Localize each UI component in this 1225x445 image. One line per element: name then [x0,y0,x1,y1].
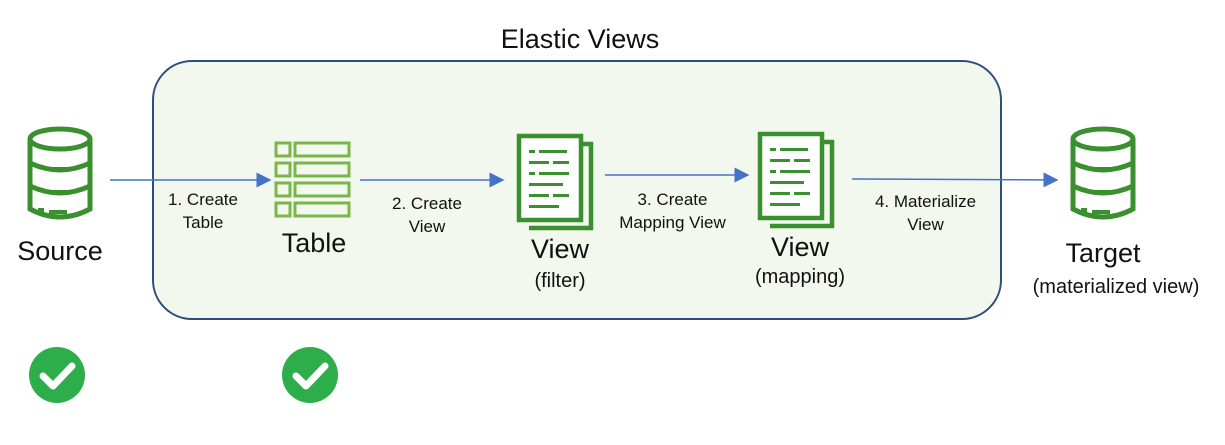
step-3-line1: 3. Create [637,190,708,209]
step-1-label: 1. Create Table [148,188,258,234]
view-mapping-sublabel: (mapping) [754,266,846,288]
document-icon [757,131,835,229]
step-2-label: 2. Create View [372,192,482,238]
view-filter-sublabel: (filter) [534,270,586,292]
step-2-line2: View [408,217,446,236]
view-mapping-label: View [770,232,830,262]
check-circle-icon [282,347,338,403]
database-icon [27,126,93,220]
check-circle-icon [29,347,85,403]
step-1-line2: Table [182,213,224,232]
target-label: Target [1065,238,1141,268]
table-label: Table [281,228,347,258]
arrow-view-mapping-to-target [851,172,1059,188]
table-icon [274,141,351,218]
database-icon [1070,126,1136,220]
target-sublabel: (materialized view) [1032,276,1200,298]
step-4-label: 4. Materialize View [858,190,993,236]
document-icon [516,133,594,231]
step-3-line2: Mapping View [619,213,726,232]
step-1-line1: 1. Create [168,190,238,209]
step-4-line1: 4. Materialize [874,192,977,211]
source-label: Source [17,236,103,266]
step-3-label: 3. Create Mapping View [600,188,745,234]
view-filter-label: View [530,234,590,264]
diagram-title: Elastic Views [500,24,660,54]
step-4-line2: View [907,215,944,234]
step-2-line1: 2. Create [392,194,462,213]
